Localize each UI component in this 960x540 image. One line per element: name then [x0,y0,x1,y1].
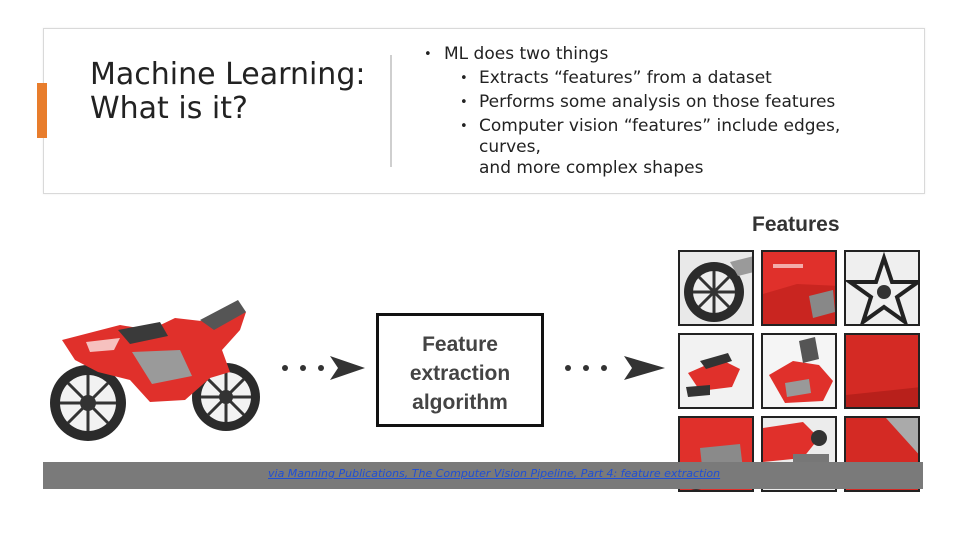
source-caption-link[interactable]: via Manning Publications, The Computer V… [268,467,721,480]
feature-tile-wheel [678,250,754,326]
features-heading: Features [752,213,840,236]
feature-tile-red-panel [844,333,920,409]
box-line-1: Feature [422,333,498,356]
bullet-sub-3-line-1: Computer vision “features” include edges… [479,116,841,136]
feature-tile-fairing [761,250,837,326]
feature-tile-tail [678,333,754,409]
slide-title: Machine Learning: What is it? [90,57,366,126]
header-divider [390,55,392,167]
arrow-to-algorithm [282,356,365,380]
motorcycle-image [50,300,260,441]
feature-extraction-label: Feature extraction algorithm [379,330,541,417]
bullet-list: ML does two things Extracts “features” f… [422,44,892,179]
feature-extraction-box: Feature extraction algorithm [376,313,544,427]
bullet-sub-3: Computer vision “features” include edges… [422,116,892,179]
bullet-sub-3-line-3: and more complex shapes [479,158,704,178]
caption-band [43,462,923,489]
bullet-sub-2: Performs some analysis on those features [422,92,892,113]
bullet-main: ML does two things [422,44,892,65]
arrow-to-features [565,356,665,380]
box-line-2: extraction [409,362,511,385]
bullet-sub-3-line-2: curves, [479,137,541,157]
box-line-3: algorithm [412,391,508,414]
bullet-sub-1: Extracts “features” from a dataset [422,68,892,89]
title-accent-bar [37,83,47,138]
feature-tile-side-body [761,333,837,409]
feature-tile-star-rim [844,250,920,326]
